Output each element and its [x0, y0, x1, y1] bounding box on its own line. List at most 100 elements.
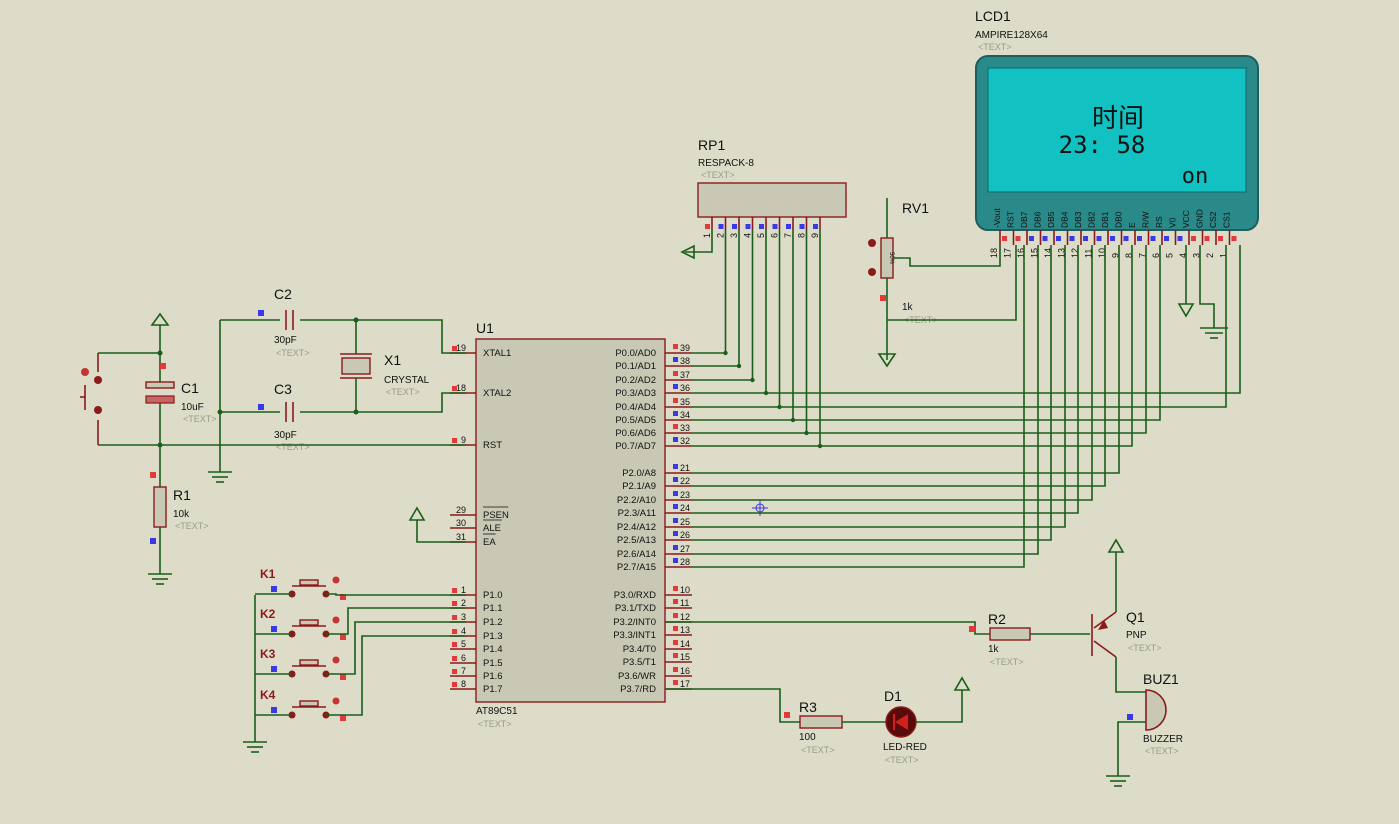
u1-pin-number: 4 [461, 626, 466, 636]
u1-pin-number: 33 [680, 423, 690, 433]
c1-text: <TEXT> [183, 414, 217, 424]
lcd-pin-number: 8 [1124, 253, 1134, 258]
q1-transistor[interactable]: Q1 PNP <TEXT> [1091, 609, 1162, 658]
lcd-pin-number: 6 [1151, 253, 1161, 258]
u1-pin-label: P3.3/INT1 [613, 630, 656, 641]
rv1-pin-dot-icon [868, 268, 876, 276]
lcd-pin-label: R/W [1141, 211, 1151, 228]
u1-pin-number: 6 [461, 653, 466, 663]
u1-pin-number: 2 [461, 598, 466, 608]
lcd-pin-number: 18 [989, 248, 999, 258]
u1-pin-label: P3.7/RD [620, 684, 656, 695]
rp1-pin-number: 3 [729, 233, 739, 238]
rp1-body [697, 182, 847, 218]
u1-pin-label: RST [483, 440, 502, 451]
lcd-pin-number: 14 [1043, 248, 1053, 258]
ground-arrow-icon [877, 353, 897, 368]
lcd-pin-number: 4 [1178, 253, 1188, 258]
power-arrow-icon [1107, 538, 1125, 553]
u1-pin-label: ALE [483, 523, 501, 534]
rv1-value: 1k [902, 302, 914, 313]
lcd-pin-label: -Vout [992, 208, 1002, 228]
d1-text: <TEXT> [885, 755, 919, 765]
r1[interactable]: R1 10k <TEXT> [150, 472, 209, 544]
u1-pin-label: P0.4/AD4 [615, 402, 656, 413]
u1-pin-number: 11 [680, 598, 689, 608]
lcd-pin-label: GND [1195, 209, 1205, 228]
lcd-pin-label: DB7 [1019, 211, 1029, 228]
key-k1[interactable]: K1 [260, 567, 346, 600]
c3[interactable]: C3 30pF <TEXT> [258, 381, 310, 452]
u1-pin-label: P2.2/A10 [617, 495, 656, 506]
lcd-pin-number: 13 [1057, 248, 1067, 258]
u1-pin-number: 29 [456, 505, 466, 515]
u1-pin-number: 35 [680, 397, 690, 407]
lcd-pin-number: 9 [1111, 253, 1121, 258]
u1-pin-number: 7 [461, 666, 466, 676]
u1-pin-number: 38 [680, 356, 690, 366]
lcd-pin-label: DB6 [1033, 211, 1043, 228]
c2-text: <TEXT> [276, 348, 310, 358]
d1-led[interactable]: D1 LED-RED <TEXT> [883, 688, 927, 765]
key-label: K1 [260, 567, 276, 581]
key-k3[interactable]: K3 [260, 647, 346, 680]
u1-pin-number: 14 [680, 639, 690, 649]
r2-text: <TEXT> [990, 657, 1024, 667]
u1-body [475, 338, 666, 703]
lcd-pin-label: CS2 [1208, 211, 1218, 228]
u1-pin-label: P2.5/A13 [617, 535, 656, 546]
u1-pin-number: 3 [461, 612, 466, 622]
c2[interactable]: C2 30pF <TEXT> [258, 286, 310, 358]
u1-pin-label: P1.0 [483, 590, 503, 601]
u1-pin-label: P0.3/AD3 [615, 388, 656, 399]
u1-pin-number: 24 [680, 503, 690, 513]
r2-value: 1k [988, 644, 1000, 655]
ground-icon [208, 471, 232, 483]
u1-pin-number: 21 [680, 463, 690, 473]
ground-icon [1106, 775, 1130, 787]
lcd-line-time-label: 时间 [1092, 104, 1144, 134]
u1-pin-number: 8 [461, 679, 466, 689]
u1-pin-number: 17 [680, 679, 690, 689]
u1-pin-label: P0.7/AD7 [615, 441, 656, 452]
lcd-pin-number: 15 [1030, 248, 1040, 258]
key-k2[interactable]: K2 [260, 607, 346, 640]
ground-icon [243, 741, 267, 753]
buz1-ref: BUZ1 [1143, 671, 1179, 687]
x1-crystal[interactable]: X1 CRYSTAL <TEXT> [340, 352, 430, 397]
u1-pin-label: EA [483, 537, 496, 548]
r3-text: <TEXT> [801, 745, 835, 755]
u1-pin-number: 10 [680, 585, 690, 595]
lcd-pin-label: RS [1154, 216, 1164, 228]
u1-pin-number: 32 [680, 436, 690, 446]
x1-value: CRYSTAL [384, 375, 430, 386]
u1-right-pins: 39P0.0/AD038P0.1/AD137P0.2/AD236P0.3/AD3… [613, 343, 692, 695]
buz1-buzzer[interactable]: BUZ1 BUZZER <TEXT> [1127, 671, 1183, 756]
rp1-pin-number: 9 [810, 233, 820, 238]
u1-pin-number: 36 [680, 383, 690, 393]
lcd-pin-label: RST [1006, 211, 1016, 228]
lcd-pins: -Vout18RST17DB716DB615DB514DB413DB312DB2… [989, 208, 1237, 258]
lcd-pin-number: 16 [1016, 248, 1026, 258]
rv1[interactable]: RV1 1k <TEXT> 50% [868, 198, 1017, 368]
d1-value: LED-RED [883, 742, 927, 753]
reset-button[interactable] [80, 353, 102, 445]
c1[interactable]: C1 10uF <TEXT> [145, 380, 217, 424]
c2-ref: C2 [274, 286, 292, 302]
u1-pin-label: P3.6/WR [618, 671, 656, 682]
u1-pin-label: P0.1/AD1 [615, 361, 656, 372]
r3[interactable]: R3 100 <TEXT> [784, 699, 843, 755]
u1-pin-label: P2.1/A9 [622, 481, 656, 492]
key-k4[interactable]: K4 [260, 688, 346, 721]
c1-ref: C1 [181, 380, 199, 396]
lcd-pin-label: V0 [1168, 217, 1178, 228]
c2-value: 30pF [274, 335, 297, 346]
rv1-percent: 50% [888, 252, 894, 265]
lcd1[interactable]: LCD1 AMPIRE128X64 <TEXT> 时间 23: 58 on -V… [975, 8, 1259, 258]
r2[interactable]: R2 1k <TEXT> [969, 611, 1031, 667]
lcd-pin-number: 1 [1219, 253, 1229, 258]
